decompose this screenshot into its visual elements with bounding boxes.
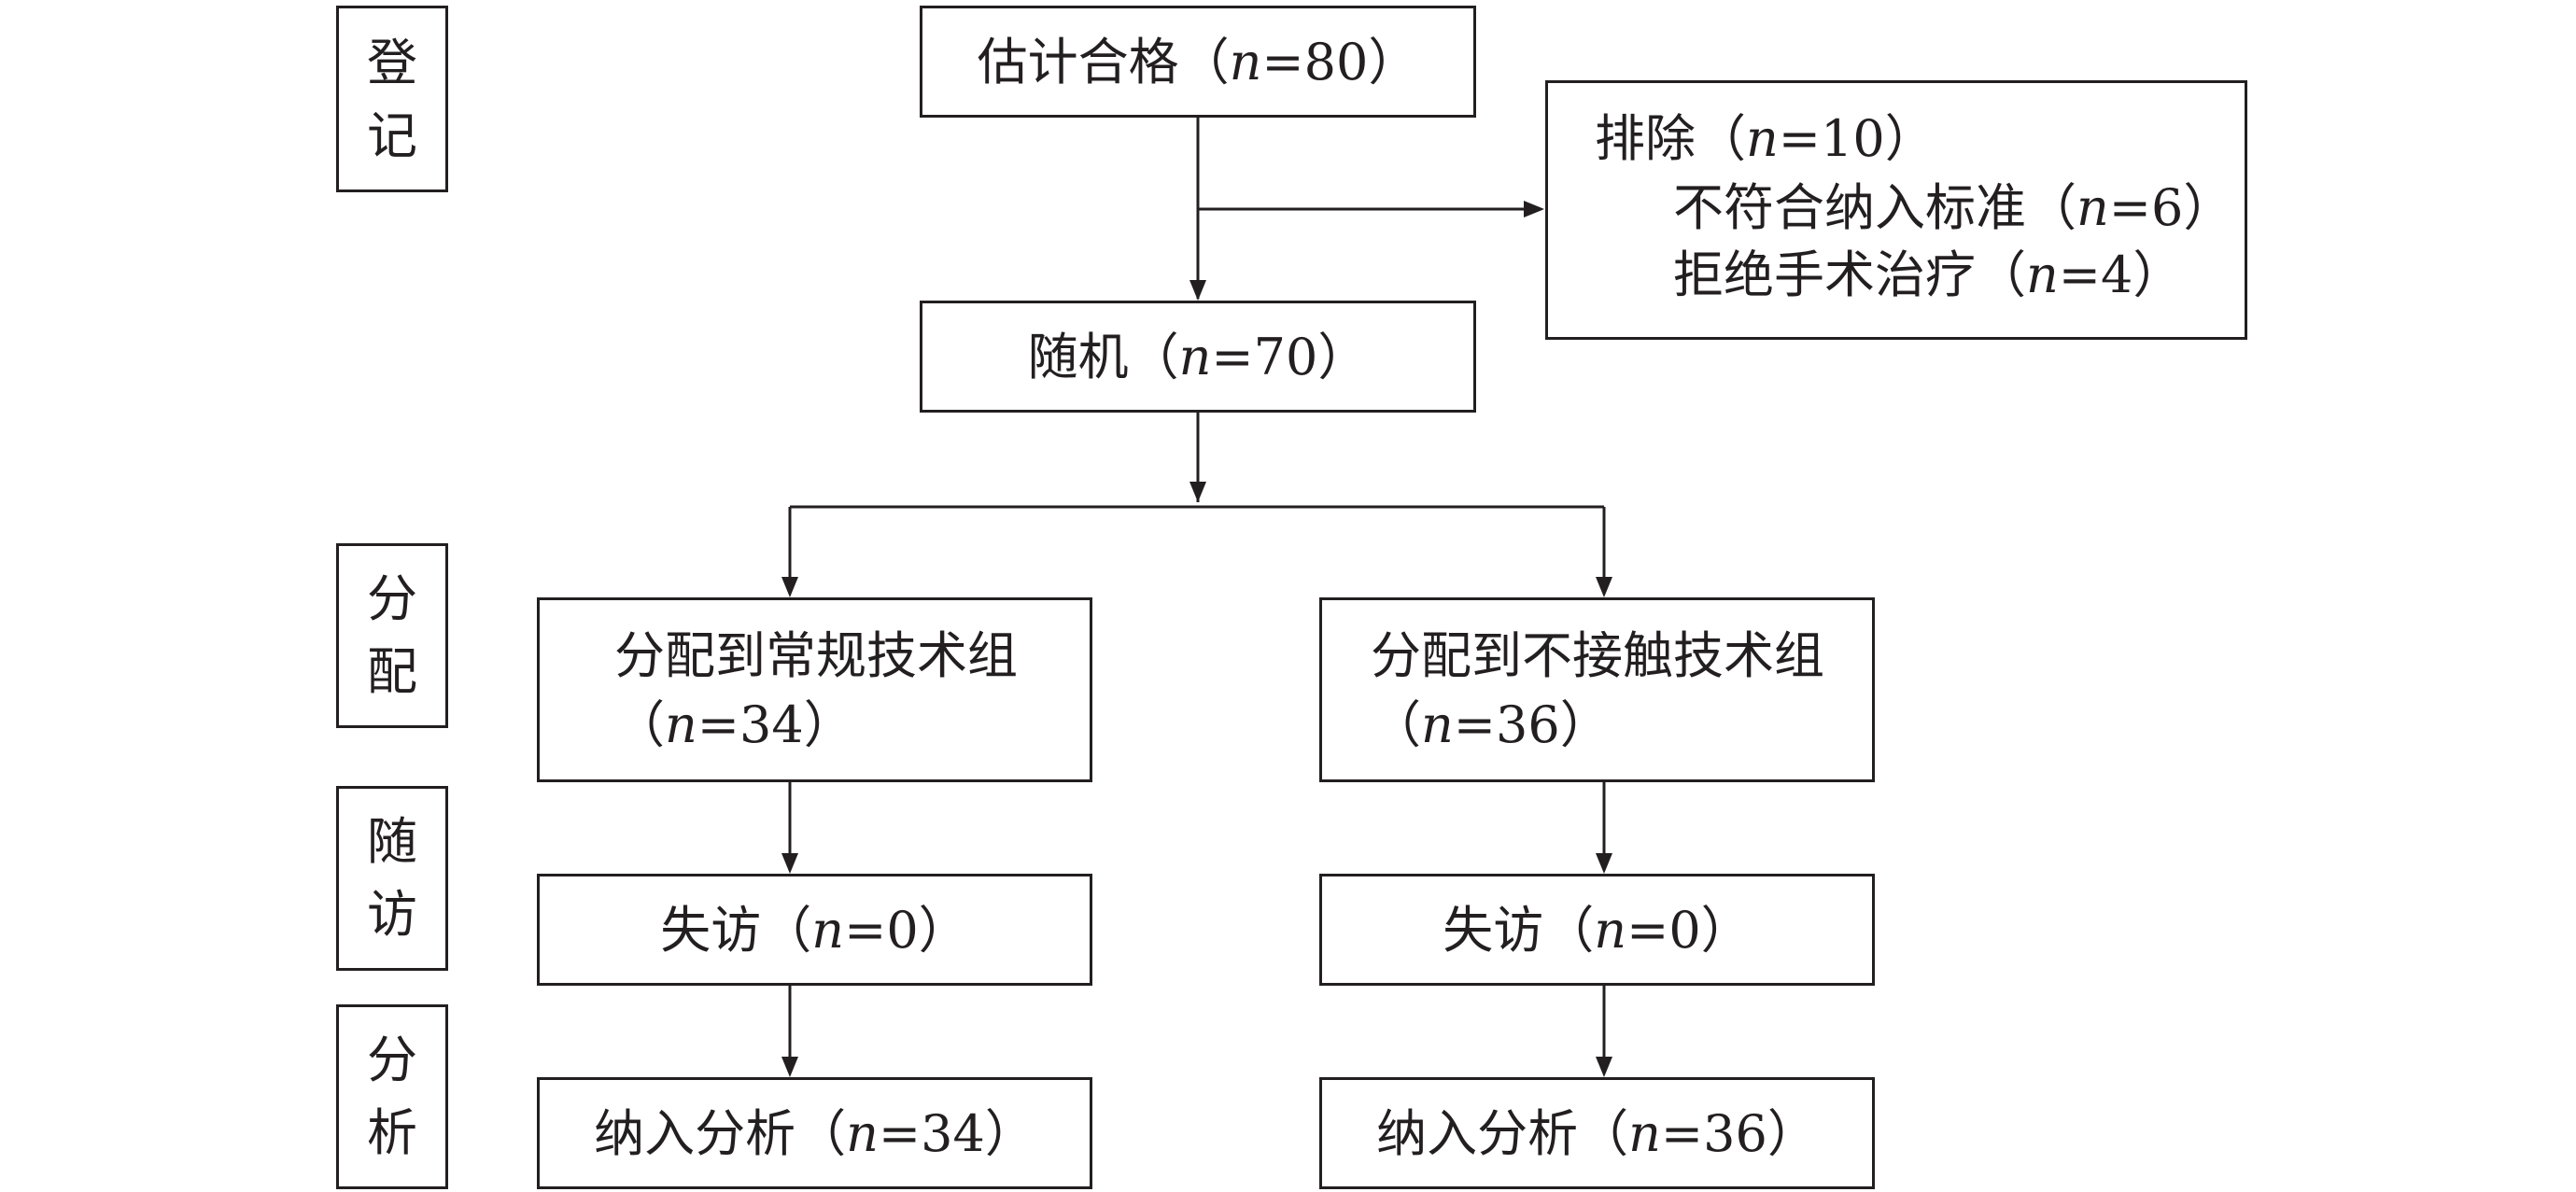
excluded-reason2-value: =4） bbox=[2058, 245, 2184, 304]
right-analysed-label: 纳入分析（ bbox=[1376, 1104, 1629, 1163]
left-lost-value: =0） bbox=[844, 901, 969, 960]
right-allocation-box: 分配到不接触技术组 （n=36） bbox=[1319, 597, 1875, 782]
stage-analysis: 分 析 bbox=[336, 1004, 448, 1189]
excluded-reason-refused: 拒绝手术治疗（n=4） bbox=[1673, 245, 2183, 305]
arrowhead-right-allocation bbox=[1596, 577, 1612, 597]
randomized-n: n bbox=[1178, 328, 1212, 386]
stage-analysis-char-2: 析 bbox=[367, 1103, 417, 1162]
right-allocation-line1: 分配到不接触技术组 bbox=[1371, 626, 1824, 685]
left-lost-label: 失访（ bbox=[660, 901, 812, 960]
right-allocation-open: （ bbox=[1371, 695, 1421, 754]
randomized-box: 随机（n=70） bbox=[920, 301, 1476, 413]
right-allocation-n: n bbox=[1421, 695, 1454, 754]
excluded-reason1-label: 不符合纳入标准（ bbox=[1673, 178, 2076, 237]
left-allocation-box: 分配到常规技术组 （n=34） bbox=[537, 597, 1092, 782]
right-analysed-value: =36） bbox=[1660, 1104, 1818, 1163]
right-lost-text: 失访（n=0） bbox=[1322, 901, 1872, 961]
left-lost-n: n bbox=[811, 901, 845, 960]
left-analysed-box: 纳入分析（n=34） bbox=[537, 1077, 1092, 1189]
excluded-reason-criteria: 不符合纳入标准（n=6） bbox=[1673, 178, 2233, 238]
excluded-box: 排除（n=10） 不符合纳入标准（n=6） 拒绝手术治疗（n=4） bbox=[1545, 80, 2247, 340]
assessed-value: =80） bbox=[1261, 33, 1419, 91]
stage-followup-char-1: 随 bbox=[367, 812, 417, 871]
excluded-title-n: n bbox=[1746, 109, 1779, 168]
left-analysed-n: n bbox=[846, 1104, 879, 1163]
stage-followup-char-2: 访 bbox=[367, 885, 417, 944]
right-analysed-box: 纳入分析（n=36） bbox=[1319, 1077, 1875, 1189]
arrowhead-left-allocation bbox=[781, 577, 798, 597]
randomized-value: =70） bbox=[1211, 328, 1369, 386]
assessed-text: 估计合格（n=80） bbox=[922, 33, 1473, 92]
excluded-reason1-value: =6） bbox=[2108, 178, 2234, 237]
excluded-title-label: 排除（ bbox=[1595, 109, 1746, 168]
stage-enrollment-char-1: 登 bbox=[367, 34, 417, 92]
right-lost-label: 失访（ bbox=[1443, 901, 1595, 960]
arrowhead-right-analysed bbox=[1596, 1057, 1612, 1077]
assessed-n: n bbox=[1229, 33, 1262, 91]
left-allocation-line2: （n=34） bbox=[614, 695, 854, 755]
excluded-reason2-n: n bbox=[2026, 245, 2059, 304]
right-lost-value: =0） bbox=[1626, 901, 1752, 960]
left-analysed-value: =34） bbox=[878, 1104, 1035, 1163]
left-lost-box: 失访（n=0） bbox=[537, 874, 1092, 986]
left-analysed-text: 纳入分析（n=34） bbox=[540, 1104, 1090, 1164]
right-lost-box: 失访（n=0） bbox=[1319, 874, 1875, 986]
arrowhead-left-lost bbox=[781, 853, 798, 874]
randomized-text: 随机（n=70） bbox=[922, 328, 1473, 387]
arrowhead-randomized bbox=[1189, 280, 1206, 301]
arrowhead-left-analysed bbox=[781, 1057, 798, 1077]
left-lost-text: 失访（n=0） bbox=[540, 901, 1090, 961]
arrowhead-excluded bbox=[1524, 201, 1544, 217]
excluded-reason2-label: 拒绝手术治疗（ bbox=[1673, 245, 2026, 304]
stage-followup: 随 访 bbox=[336, 786, 448, 971]
arrowhead-split bbox=[1189, 482, 1206, 502]
stage-allocation: 分 配 bbox=[336, 543, 448, 728]
assessed-box: 估计合格（n=80） bbox=[920, 6, 1476, 118]
excluded-title: 排除（n=10） bbox=[1595, 109, 1936, 169]
left-allocation-line1: 分配到常规技术组 bbox=[614, 626, 1018, 685]
randomized-label: 随机（ bbox=[1027, 328, 1179, 386]
left-allocation-n: n bbox=[665, 695, 697, 754]
left-analysed-label: 纳入分析（ bbox=[594, 1104, 847, 1163]
assessed-label: 估计合格（ bbox=[977, 33, 1230, 91]
right-lost-n: n bbox=[1594, 901, 1627, 960]
left-allocation-open: （ bbox=[614, 695, 665, 754]
right-analysed-text: 纳入分析（n=36） bbox=[1322, 1104, 1872, 1164]
stage-analysis-char-1: 分 bbox=[367, 1031, 417, 1089]
excluded-title-value: =10） bbox=[1778, 109, 1936, 168]
stage-enrollment: 登 记 bbox=[336, 6, 448, 192]
arrowhead-right-lost bbox=[1596, 853, 1612, 874]
left-allocation-value: =34） bbox=[697, 695, 854, 754]
stage-enrollment-char-2: 记 bbox=[367, 106, 417, 165]
excluded-reason1-n: n bbox=[2076, 178, 2109, 237]
right-allocation-line2: （n=36） bbox=[1371, 695, 1611, 755]
right-analysed-n: n bbox=[1628, 1104, 1661, 1163]
stage-allocation-char-1: 分 bbox=[367, 569, 417, 628]
right-allocation-value: =36） bbox=[1453, 695, 1611, 754]
stage-allocation-char-2: 配 bbox=[367, 642, 417, 701]
